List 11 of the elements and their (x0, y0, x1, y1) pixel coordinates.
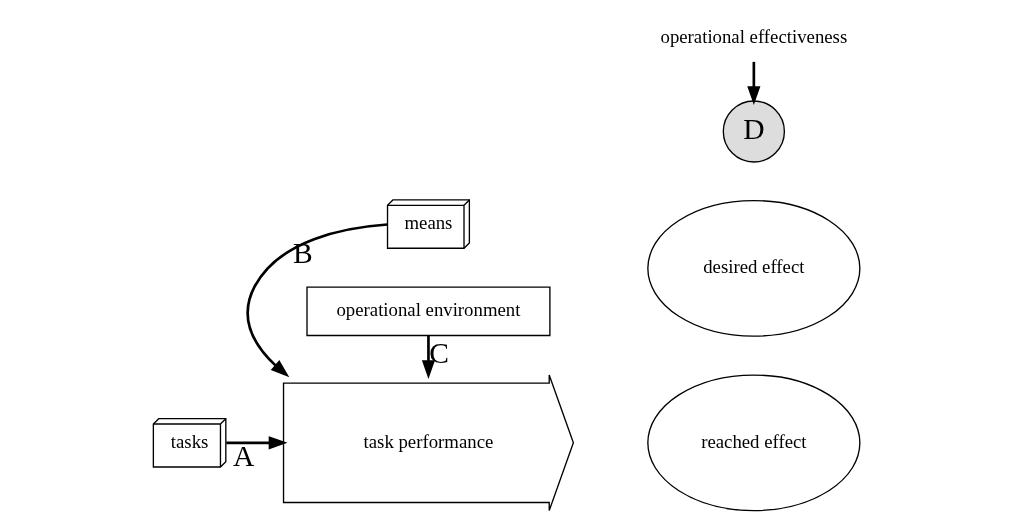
node-circle: D (722, 100, 786, 163)
edge-label: A (232, 440, 255, 473)
arrow (421, 335, 436, 380)
arrow (226, 436, 288, 450)
node-ellipse: reached effect (647, 374, 861, 512)
node-ellipse: desired effect (647, 199, 861, 337)
edge-label: C (429, 337, 450, 370)
node-text: operational effectiveness (660, 25, 848, 47)
arrow (747, 61, 761, 106)
arrow (246, 223, 388, 378)
node-box: operational environment (306, 286, 551, 337)
